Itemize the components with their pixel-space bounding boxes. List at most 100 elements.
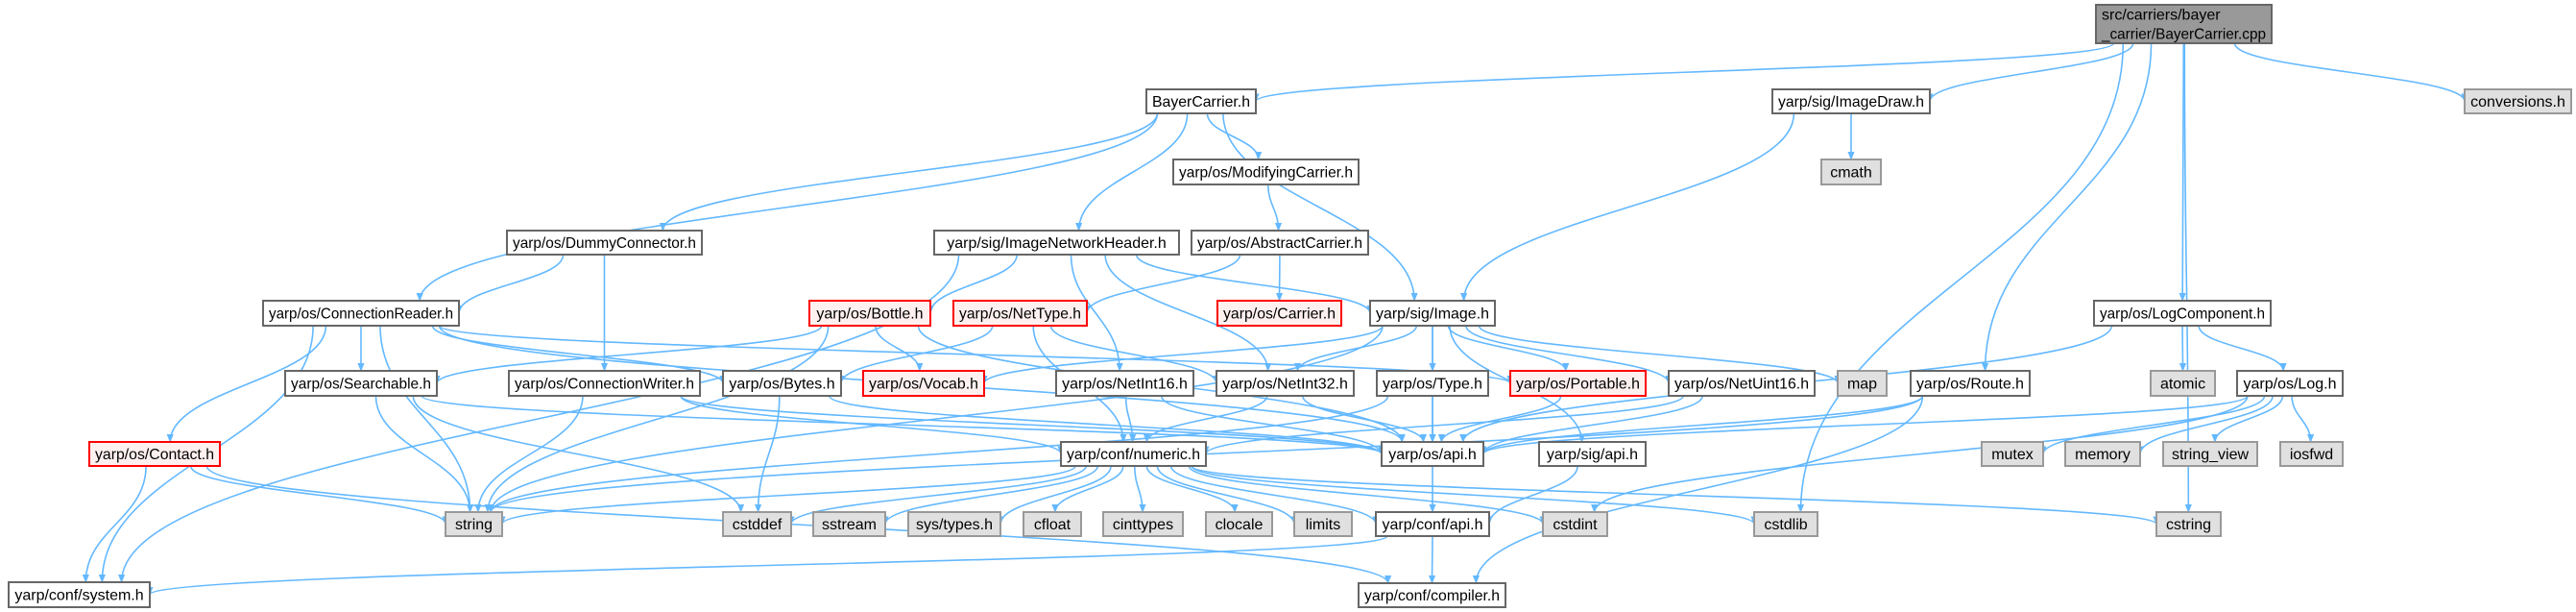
- node-box: [722, 370, 842, 397]
- node-label: map: [1847, 377, 1877, 393]
- node-box: [262, 300, 460, 327]
- node-netint32[interactable]: yarp/os/NetInt32.h: [1216, 370, 1355, 397]
- node-label: cinttypes: [1113, 517, 1173, 533]
- node-image[interactable]: yarp/sig/Image.h: [1369, 300, 1496, 327]
- edge-inh-to-bottle: [927, 254, 1018, 314]
- node-label: yarp/os/Bytes.h: [729, 377, 834, 393]
- node-label: yarp/conf/system.h: [14, 588, 143, 604]
- node-box: [1216, 370, 1355, 397]
- node-label: mutex: [1991, 447, 2034, 463]
- edge-cwriter-to-string: [474, 395, 584, 513]
- node-box: [284, 370, 438, 397]
- node-numeric[interactable]: yarp/conf/numeric.h: [1060, 441, 1207, 467]
- node-string_view: string_view: [2162, 441, 2258, 467]
- node-netuint16[interactable]: yarp/os/NetUint16.h: [1668, 370, 1816, 397]
- node-imagedraw[interactable]: yarp/sig/ImageDraw.h: [1771, 88, 1931, 114]
- node-cpp[interactable]: src/carriers/bayer_carrier/BayerCarrier.…: [2095, 4, 2273, 44]
- node-label: yarp/conf/compiler.h: [1364, 588, 1500, 604]
- node-label: conversions.h: [2470, 94, 2565, 110]
- edge-nettype-to-bytes: [837, 325, 994, 384]
- edge-bayerh-to-inh: [1075, 112, 1189, 232]
- edge-cpp-to-cstring: [2183, 42, 2192, 513]
- node-sigapi[interactable]: yarp/sig/api.h: [1538, 441, 1647, 467]
- node-clocale: clocale: [1205, 511, 1273, 537]
- node-label: limits: [1306, 517, 1340, 533]
- edges: [82, 42, 2468, 596]
- node-contact[interactable]: yarp/os/Contact.h: [88, 441, 221, 467]
- node-label: cstdint: [1553, 517, 1598, 533]
- edge-image-to-string: [487, 325, 1384, 513]
- node-label: string: [455, 517, 493, 533]
- node-nettype[interactable]: yarp/os/NetType.h: [952, 300, 1088, 327]
- node-vocab[interactable]: yarp/os/Vocab.h: [862, 370, 985, 397]
- node-portable[interactable]: yarp/os/Portable.h: [1509, 370, 1647, 397]
- node-netint16[interactable]: yarp/os/NetInt16.h: [1055, 370, 1194, 397]
- node-box: [1369, 300, 1496, 327]
- edge-image-to-vocab: [980, 325, 1384, 384]
- node-modifying[interactable]: yarp/os/ModifyingCarrier.h: [1172, 159, 1360, 185]
- node-abstract[interactable]: yarp/os/AbstractCarrier.h: [1191, 230, 1369, 256]
- node-label: yarp/os/NetInt32.h: [1222, 377, 1348, 393]
- node-systypes: sys/types.h: [907, 511, 1001, 537]
- node-cstring: cstring: [2155, 511, 2222, 537]
- node-bayerh[interactable]: BayerCarrier.h: [1145, 88, 1257, 114]
- node-label: yarp/os/Carrier.h: [1223, 306, 1336, 323]
- node-cstdlib: cstdlib: [1753, 511, 1818, 537]
- node-confapi[interactable]: yarp/conf/api.h: [1375, 511, 1490, 537]
- node-box: [1191, 230, 1369, 256]
- node-creader[interactable]: yarp/os/ConnectionReader.h: [262, 300, 460, 327]
- node-searchable[interactable]: yarp/os/Searchable.h: [284, 370, 438, 397]
- node-carrier[interactable]: yarp/os/Carrier.h: [1216, 300, 1342, 327]
- edge-netint16-to-numeric: [1124, 395, 1137, 443]
- node-bytes[interactable]: yarp/os/Bytes.h: [722, 370, 842, 397]
- node-log[interactable]: yarp/os/Log.h: [2236, 370, 2344, 397]
- node-box: [1820, 159, 1882, 185]
- node-inh[interactable]: yarp/sig/ImageNetworkHeader.h: [933, 230, 1180, 256]
- node-box: [862, 370, 985, 397]
- node-system[interactable]: yarp/conf/system.h: [8, 581, 151, 608]
- node-compiler[interactable]: yarp/conf/compiler.h: [1358, 582, 1506, 608]
- node-box: [1376, 370, 1489, 397]
- node-box: [1172, 159, 1360, 185]
- edge-numeric-to-clocale: [1145, 465, 1239, 513]
- edge-log-to-osapi: [1480, 395, 2249, 455]
- node-box: [1293, 511, 1353, 537]
- edge-cwriter-to-numeric: [680, 395, 1065, 455]
- edge-dummy-to-creader: [455, 254, 565, 314]
- node-box: [1023, 511, 1082, 537]
- edge-creader-to-string: [379, 325, 474, 513]
- node-label: yarp/os/LogComponent.h: [2100, 306, 2265, 323]
- node-dummy[interactable]: yarp/os/DummyConnector.h: [506, 230, 703, 256]
- node-label: cstddef: [733, 517, 782, 533]
- edge-image-to-netuint16: [1465, 325, 1673, 384]
- node-box: [1668, 370, 1816, 397]
- node-bottle[interactable]: yarp/os/Bottle.h: [808, 300, 931, 327]
- node-iosfwd: iosfwd: [2279, 441, 2344, 467]
- edge-imagedraw-to-image: [1460, 112, 1795, 302]
- node-label: yarp/os/ConnectionReader.h: [269, 306, 453, 323]
- node-box: [952, 300, 1088, 327]
- edge-netuint16-to-numeric: [1202, 395, 1684, 455]
- edge-nettype-to-netint32: [1049, 325, 1220, 384]
- edge-cpp-to-conversions: [2233, 42, 2468, 103]
- node-osapi[interactable]: yarp/os/api.h: [1381, 441, 1484, 467]
- edge-bayerh-to-modifying: [1206, 112, 1263, 160]
- edge-numeric-to-cstdlib: [1191, 465, 1758, 526]
- node-logcomp[interactable]: yarp/os/LogComponent.h: [2093, 300, 2272, 327]
- edge-netint32-to-numeric: [1143, 395, 1268, 443]
- edge-searchable-to-cstddef: [412, 395, 745, 513]
- edge-searchable-to-osapi: [421, 395, 1385, 455]
- node-box: [933, 230, 1180, 256]
- node-box: [2464, 88, 2572, 114]
- node-route[interactable]: yarp/os/Route.h: [1910, 370, 2031, 397]
- node-box: [88, 441, 221, 467]
- edge-portable-to-osapi: [1437, 395, 1562, 443]
- node-conversions: conversions.h: [2464, 88, 2572, 114]
- node-box: [1542, 511, 1608, 537]
- edge-bottle-to-string: [484, 325, 830, 513]
- node-cwriter[interactable]: yarp/os/ConnectionWriter.h: [508, 370, 701, 397]
- node-box: [1205, 511, 1273, 537]
- node-type[interactable]: yarp/os/Type.h: [1376, 370, 1489, 397]
- edge-bottle-to-vocab: [875, 325, 924, 372]
- node-cinttypes: cinttypes: [1102, 511, 1184, 537]
